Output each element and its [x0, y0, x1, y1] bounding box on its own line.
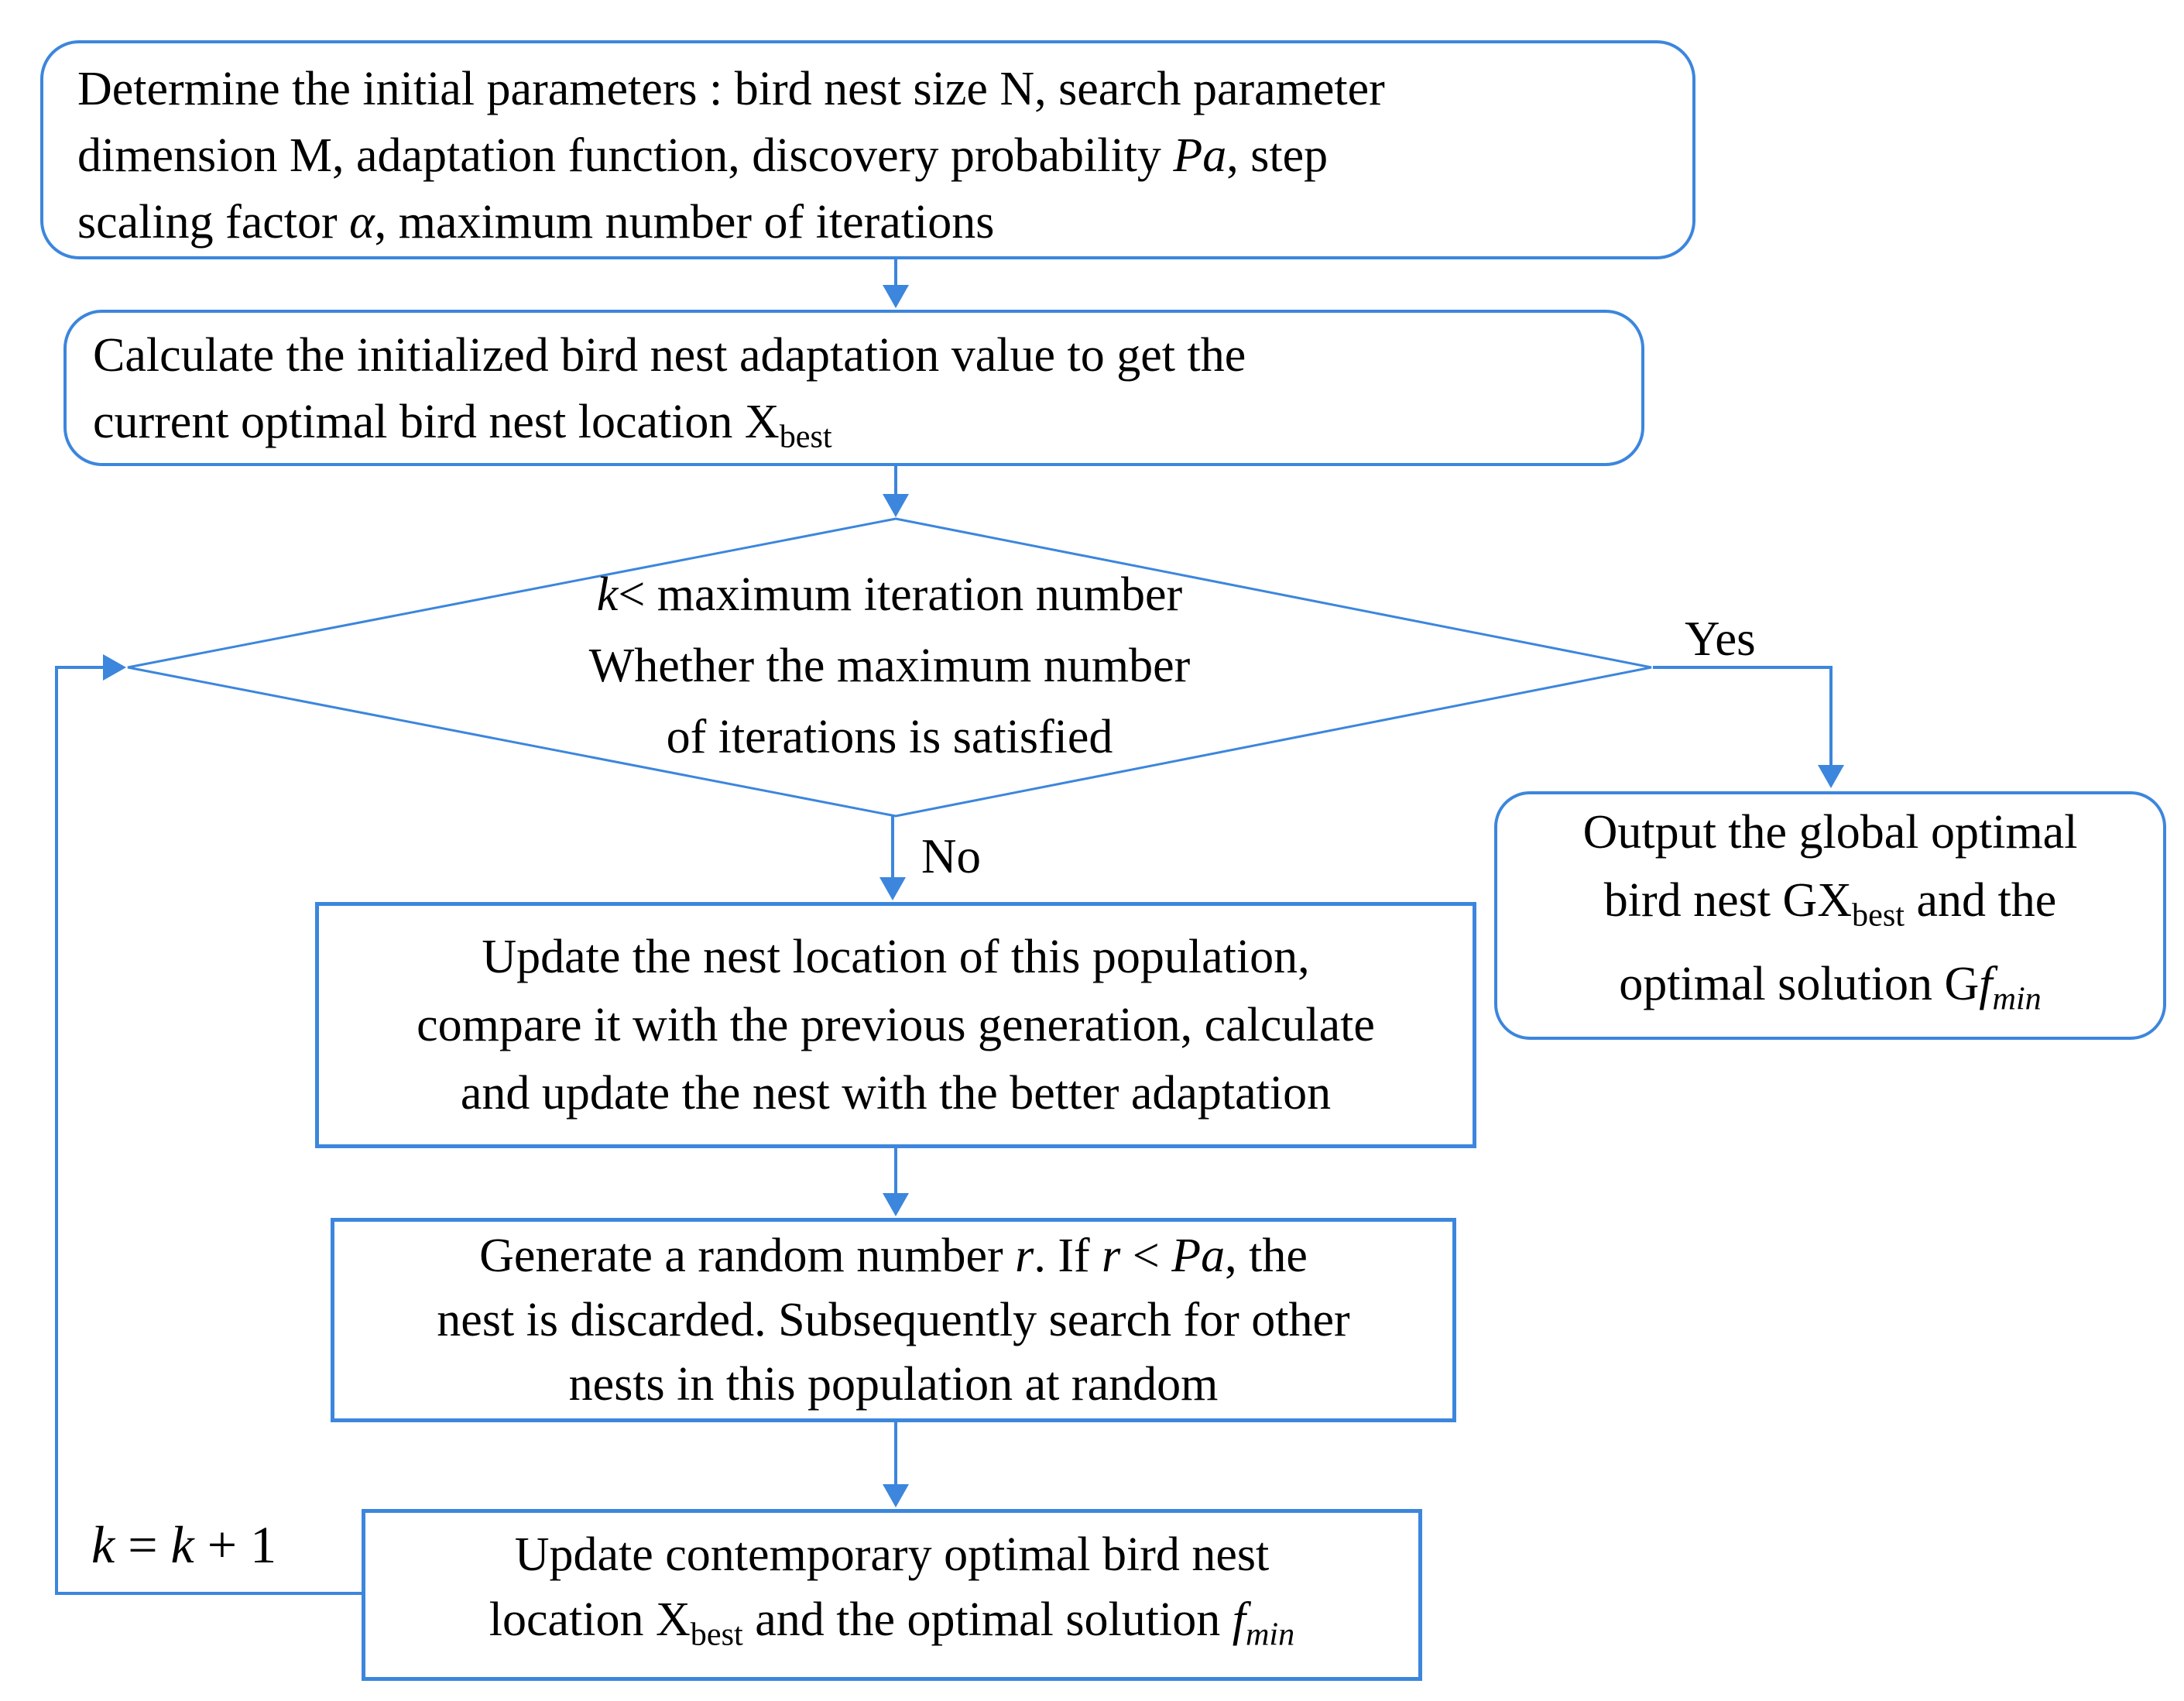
text-line: location Xbest and the optimal solution …	[489, 1593, 1295, 1653]
text-line: Determine the initial parameters : bird …	[77, 63, 1385, 115]
connector-init-to-calc	[883, 259, 909, 308]
connector-random-to-best	[883, 1422, 909, 1507]
node-calculate-adaptation: Calculate the initialized bird nest adap…	[63, 310, 1644, 466]
text-line: Output the global optimal	[1582, 805, 2078, 859]
text-line: Calculate the initialized bird nest adap…	[93, 329, 1246, 382]
text-line: and update the nest with the better adap…	[460, 1067, 1332, 1120]
loop-counter-label: k = k + 1	[91, 1515, 277, 1574]
branch-label-yes: Yes	[1685, 612, 1756, 666]
text-line: nest is discarded. Subsequently search f…	[437, 1293, 1350, 1346]
branch-label-no: No	[921, 829, 981, 883]
text-line: nests in this population at random	[568, 1357, 1219, 1411]
text-line: Update the nest location of this populat…	[482, 931, 1310, 983]
text-line: Update contemporary optimal bird nest	[514, 1528, 1270, 1582]
decision-diamond-shape	[127, 517, 1652, 818]
connector-no-branch	[879, 816, 906, 900]
text-line: Whether the maximum number	[588, 640, 1191, 692]
text-line: scaling factor α, maximum number of iter…	[77, 196, 995, 249]
text-line: optimal solution Gfmin	[1619, 957, 2042, 1017]
node-update-optimal: Update contemporary optimal bird nest loc…	[362, 1509, 1422, 1681]
text-line: bird nest GXbest and the	[1603, 873, 2057, 934]
node-random-discard-search: Generate a random number r. If r < Pa, t…	[331, 1218, 1456, 1422]
node-update-nest-location: Update the nest location of this populat…	[315, 902, 1476, 1148]
text-line: current optimal bird nest location Xbest	[93, 396, 832, 455]
connector-update-to-random	[883, 1148, 909, 1216]
text-line: compare it with the previous generation,…	[417, 999, 1375, 1051]
text-line: k< maximum iteration number	[596, 568, 1183, 621]
text-line: Generate a random number r. If r < Pa, t…	[479, 1229, 1308, 1282]
text-line: of iterations is satisfied	[666, 711, 1113, 763]
text-line: dimension M, adaptation function, discov…	[77, 129, 1329, 182]
node-output-result: Output the global optimal bird nest GXbes…	[1494, 791, 2166, 1040]
connector-calc-to-decision	[883, 466, 909, 517]
node-init-parameters: Determine the initial parameters : bird …	[40, 40, 1695, 259]
connector-yes-branch	[1653, 666, 1844, 788]
text-line: k = k + 1	[91, 1515, 277, 1574]
connector-loop-back	[55, 654, 362, 1595]
